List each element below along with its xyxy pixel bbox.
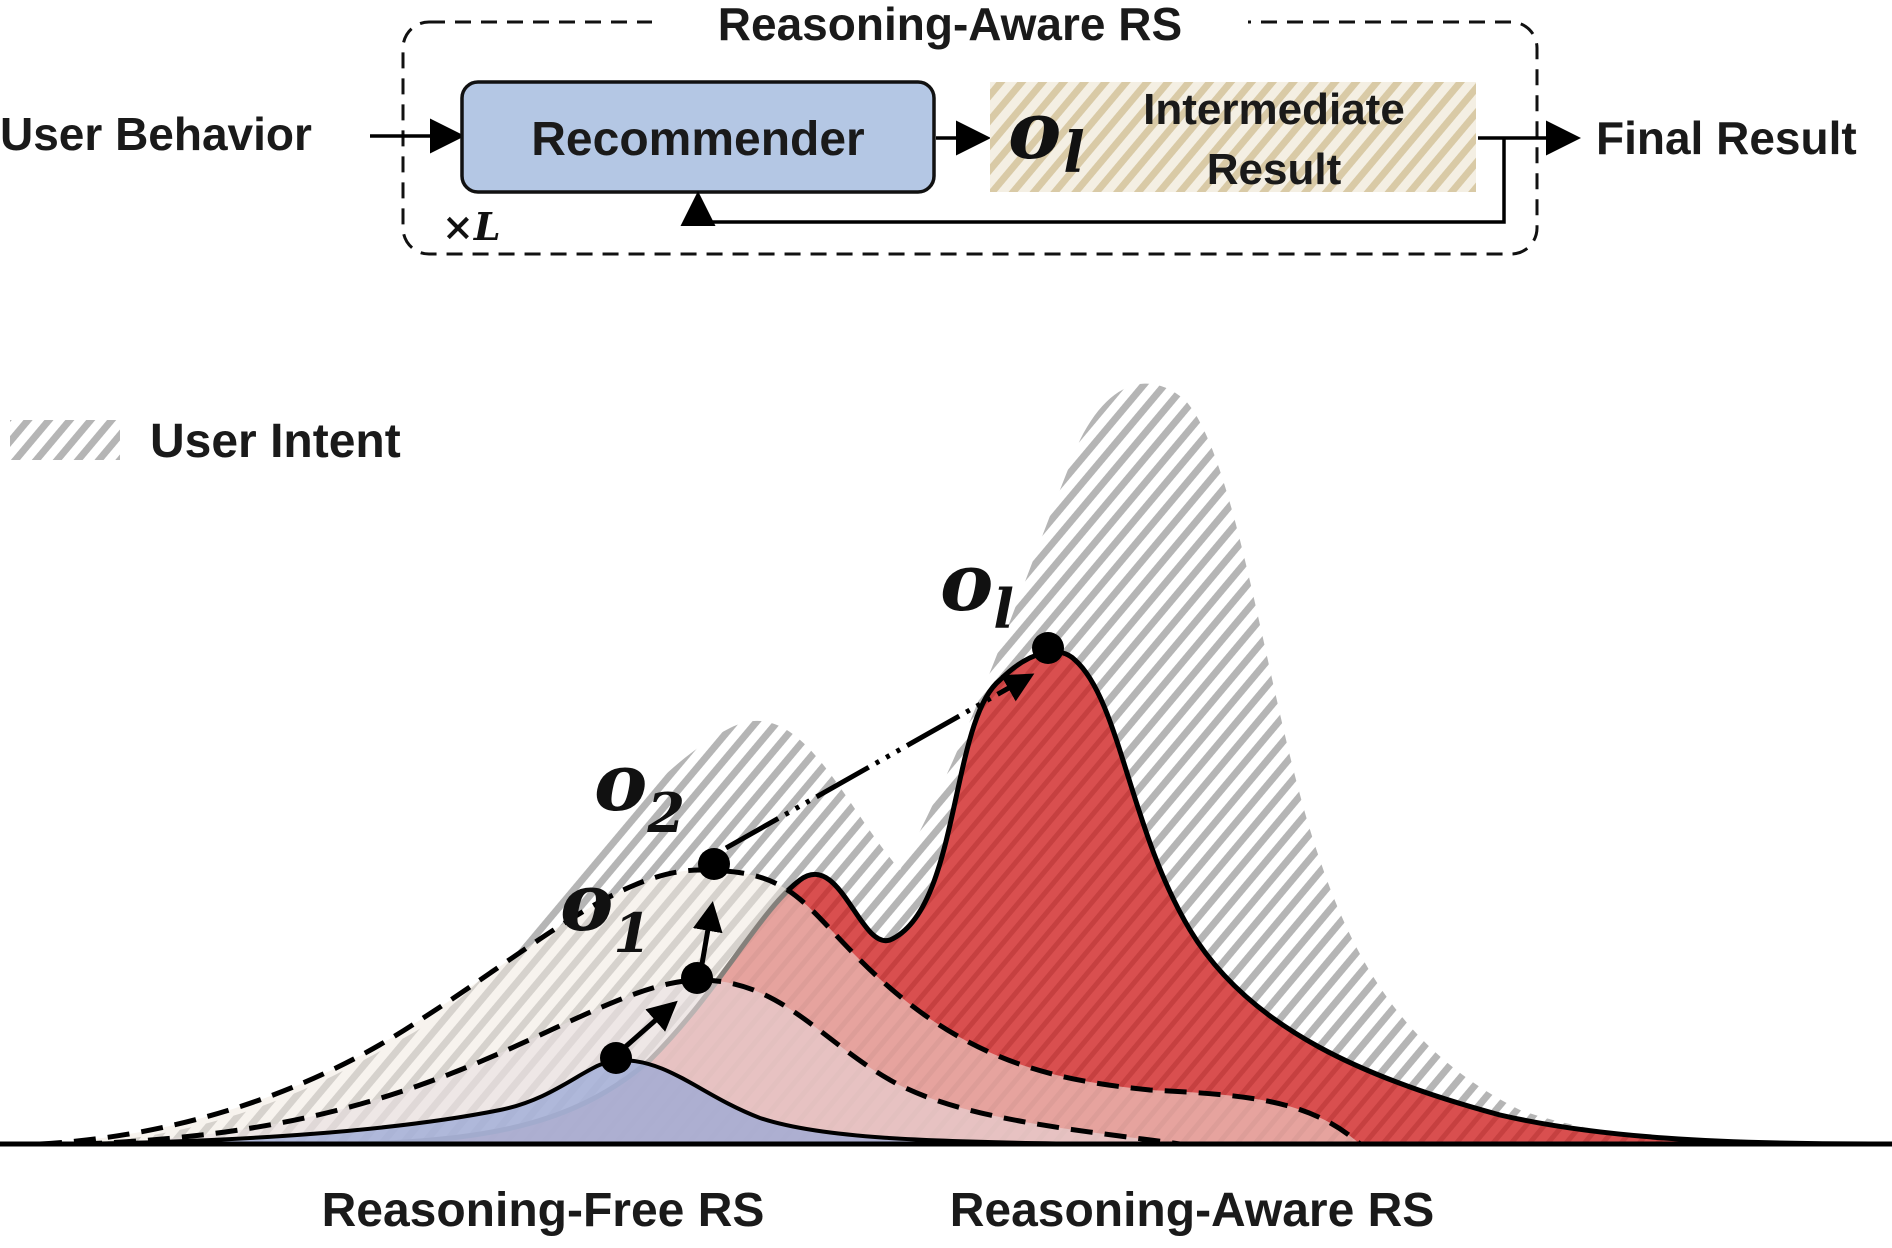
reasoning-free-caption: Reasoning-Free RS	[322, 1184, 765, 1237]
point-ol-label: ol	[940, 535, 1014, 641]
intermediate-label-line1: Intermediate	[1143, 85, 1405, 134]
reasoning-free-point	[600, 1042, 632, 1074]
user-intent-legend-label: User Intent	[150, 415, 401, 468]
final-result-label: Final Result	[1596, 112, 1857, 164]
user-intent-legend-swatch	[10, 420, 120, 460]
recommender-label: Recommender	[531, 113, 864, 166]
point-o1	[681, 962, 713, 994]
arrow-o1-to-o2	[692, 901, 723, 965]
pipeline-diagram: Reasoning-Aware RS User Behavior Recomme…	[0, 0, 1857, 256]
intermediate-symbol: ol	[1008, 83, 1085, 186]
feedback-loop-arrow	[680, 138, 1506, 226]
distribution-diagram: User Intent o1 o2 ol Reasonin	[0, 383, 1892, 1237]
point-o1-label: o1	[560, 855, 651, 965]
intermediate-result-box	[990, 82, 1476, 192]
point-o2-label: o2	[594, 735, 685, 845]
loop-count-label: ×L	[442, 204, 501, 249]
point-o2	[698, 848, 730, 880]
arrow-free-to-o1	[622, 1000, 678, 1050]
user-behavior-label: User Behavior	[0, 108, 312, 160]
reasoning-aware-caption: Reasoning-Aware RS	[950, 1184, 1435, 1237]
frame-title: Reasoning-Aware RS	[718, 0, 1182, 50]
reasoning-loop-frame	[401, 20, 1539, 256]
arrow-o2-to-ol	[724, 673, 1035, 851]
point-ol	[1032, 632, 1064, 664]
intermediate-label-line2: Result	[1207, 145, 1342, 194]
